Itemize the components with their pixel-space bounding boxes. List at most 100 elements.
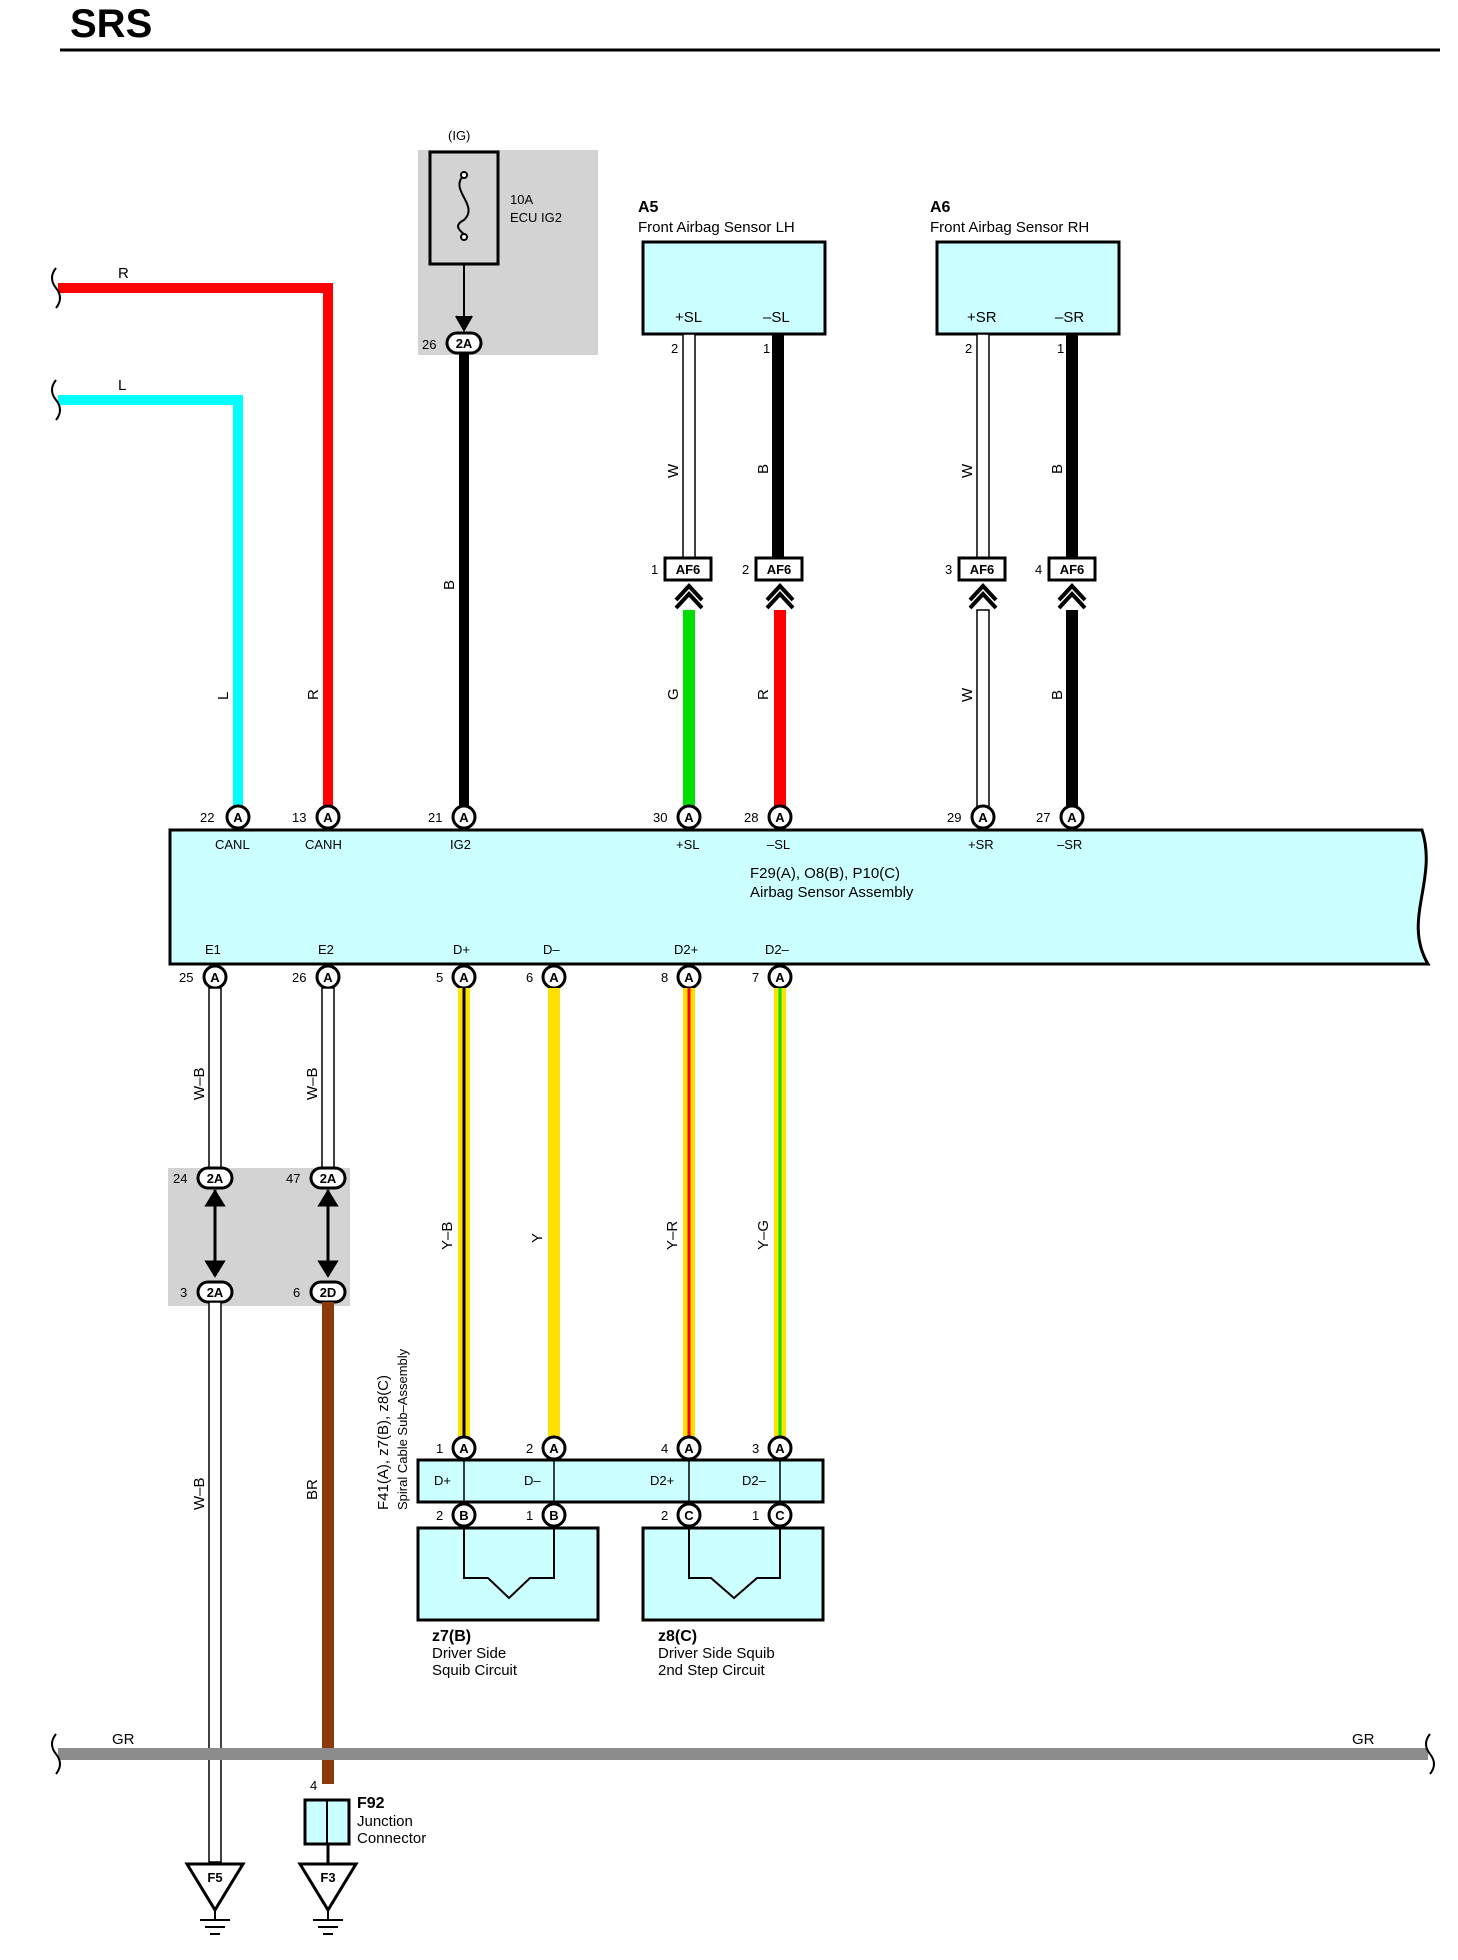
sensor-rh-box xyxy=(935,240,1121,336)
spiral-bottom-pin: B 1 xyxy=(526,1502,567,1528)
sensor-lh-pos: +SL xyxy=(675,309,702,326)
wire-label-w-af6: W xyxy=(959,687,976,702)
ecu-bottom-pin: E1 A 25 xyxy=(179,942,228,990)
squib2-code: z8(C) xyxy=(658,1628,697,1645)
pin-connector: B xyxy=(459,1508,468,1523)
wire-sr-pos-lower xyxy=(976,609,990,813)
wire-canh xyxy=(58,283,333,812)
pin-connector: A xyxy=(1067,810,1077,825)
wire-label-e1-upper: W–B xyxy=(191,1067,208,1100)
ecu-bottom-pin: D– A 6 xyxy=(526,942,567,990)
af6-pin: 3 xyxy=(945,562,952,577)
ecu-bottom-pin: E2 A 26 xyxy=(292,942,341,990)
pin-name: E2 xyxy=(318,942,334,957)
ground-label: F3 xyxy=(320,1870,335,1885)
sensor-rh-neg-pin: 1 xyxy=(1057,341,1064,356)
pin-connector: A xyxy=(459,810,469,825)
gr-label-left: GR xyxy=(112,1731,135,1748)
wire-label-ig2: B xyxy=(441,580,458,590)
pin-connector: A xyxy=(459,970,469,985)
pin-connector: A xyxy=(775,810,785,825)
squib2-box xyxy=(641,1526,825,1622)
pin-number: 4 xyxy=(661,1441,668,1456)
break-mark-l xyxy=(51,379,61,421)
wire-label-sr-pos: W xyxy=(959,463,976,478)
pin-number: 26 xyxy=(292,970,306,985)
wire-label-sl-neg: B xyxy=(755,464,772,474)
wire-label-b-af6: B xyxy=(1049,690,1066,700)
fuse-rating: 10A xyxy=(510,192,533,207)
ecu-top-pin: A 27 –SR xyxy=(1036,804,1085,852)
ground-symbol-f3: F3 xyxy=(297,1862,359,1935)
af6-connector-4: AF6 4 xyxy=(1035,556,1097,610)
fuse-shade xyxy=(418,150,598,355)
spiral-bottom-pin: C 2 xyxy=(661,1502,702,1528)
pin-connector: B xyxy=(549,1508,558,1523)
pin-number: 29 xyxy=(947,810,961,825)
pin-connector: A xyxy=(775,1441,785,1456)
pin-number: 47 xyxy=(286,1171,300,1186)
pin-number: 27 xyxy=(1036,810,1050,825)
pin-connector: C xyxy=(684,1508,694,1523)
pin-name: E1 xyxy=(205,942,221,957)
junction-connector-line1: Junction xyxy=(357,1813,413,1830)
pin-name: +SR xyxy=(968,837,994,852)
ecu-name: Airbag Sensor Assembly xyxy=(750,884,914,901)
pin-connector: A xyxy=(549,970,559,985)
wire-label-sl-pos: W xyxy=(665,463,682,478)
af6-label: AF6 xyxy=(970,562,995,577)
pin-name: CANH xyxy=(305,837,342,852)
wire-label-canl: L xyxy=(215,692,232,700)
ecu-bottom-pin: D+ A 5 xyxy=(436,942,477,990)
fuse-source: (IG) xyxy=(448,128,470,143)
pin-number: 6 xyxy=(526,970,533,985)
pin-name: D2– xyxy=(765,942,790,957)
squib1-line1: Driver Side xyxy=(432,1645,506,1662)
wire-sl-pos-upper xyxy=(682,333,696,565)
gr-label-right: GR xyxy=(1352,1731,1375,1748)
pin-connector: 2A xyxy=(207,1171,224,1186)
af6-connector-2: AF6 2 xyxy=(742,556,804,610)
af6-label: AF6 xyxy=(676,562,701,577)
af6-label: AF6 xyxy=(1060,562,1085,577)
sensor-lh-name: Front Airbag Sensor LH xyxy=(638,219,795,236)
ground-label: F5 xyxy=(207,1870,222,1885)
ecu-top-pin: A 28 –SL xyxy=(744,804,793,852)
sensor-rh-name: Front Airbag Sensor RH xyxy=(930,219,1089,236)
spiral-bottom-pin: C 1 xyxy=(752,1502,793,1528)
junction-arrow-e1 xyxy=(204,1189,226,1278)
pin-number: 6 xyxy=(293,1285,300,1300)
break-mark-r xyxy=(51,267,61,309)
squib1-box xyxy=(416,1526,600,1622)
pin-number: 2 xyxy=(661,1508,668,1523)
pin-number: 7 xyxy=(752,970,759,985)
pin-connector: 2A xyxy=(207,1285,224,1300)
ecu-top-pin: A 30 +SL xyxy=(653,804,702,852)
squib2-line1: Driver Side Squib xyxy=(658,1645,775,1662)
pin-name: D– xyxy=(543,942,560,957)
wire-e1-lower xyxy=(208,1301,222,1863)
pin-number: 2 xyxy=(436,1508,443,1523)
break-mark-gr-left xyxy=(51,1733,61,1775)
junction-connector-code: F92 xyxy=(357,1795,385,1812)
spiral-top-pin: A 1 D+ xyxy=(434,1435,477,1488)
pin-connector: A xyxy=(775,970,785,985)
pin-name: IG2 xyxy=(450,837,471,852)
pin-connector: A xyxy=(684,810,694,825)
af6-pin: 2 xyxy=(742,562,749,577)
af6-pin: 1 xyxy=(651,562,658,577)
sensor-rh-code: A6 xyxy=(930,199,951,216)
ecu-top-pin: A 29 +SR xyxy=(947,804,996,852)
pin-connector: A xyxy=(323,970,333,985)
wire-label-y: Y xyxy=(529,1233,546,1243)
junction-upper-pin: 24 2A xyxy=(173,1166,234,1190)
wire-label-l-top: L xyxy=(118,377,126,394)
af6-chevron xyxy=(674,583,704,610)
pin-number: 1 xyxy=(752,1508,759,1523)
pin-name: D2+ xyxy=(674,942,698,957)
pin-number: 1 xyxy=(436,1441,443,1456)
pin-connector: 2D xyxy=(320,1285,337,1300)
wire-label-r-af6: R xyxy=(755,689,772,700)
fuse-terminal-top xyxy=(460,171,468,179)
junction-connector-pin: 4 xyxy=(310,1778,317,1793)
